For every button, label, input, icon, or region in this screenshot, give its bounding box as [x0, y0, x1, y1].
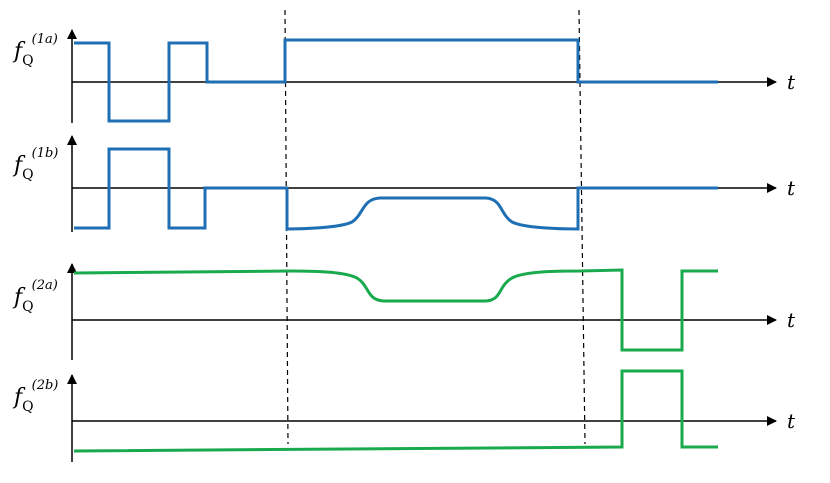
- waveform-1b: [74, 147, 718, 231]
- q-subscript: Q: [22, 53, 33, 69]
- t-axis-label-2b: t: [787, 409, 796, 433]
- t-axis-label-1a: t: [787, 70, 796, 94]
- panel-1b: t fQ(1b): [12, 135, 796, 232]
- panel-2a: t fQ(2a): [12, 263, 796, 360]
- label-superscript: (1b): [32, 146, 59, 161]
- y-label-1b: fQ(1b): [12, 146, 58, 183]
- label-superscript: (2a): [32, 278, 58, 293]
- y-label-2a: fQ(2a): [12, 278, 58, 315]
- panel-2b: t fQ(2b): [12, 369, 796, 462]
- waveform-2a: [73, 268, 718, 352]
- y-label-1a: fQ(1a): [12, 32, 58, 69]
- time-marker-dashed-2: [578, 9, 586, 445]
- label-superscript: (2b): [32, 378, 59, 393]
- q-subscript: Q: [22, 399, 33, 415]
- panel-1a: t fQ(1a): [12, 29, 796, 123]
- waveform-1a: [74, 38, 718, 123]
- q-subscript: Q: [22, 299, 33, 315]
- waveform-2b: [73, 369, 718, 453]
- q-subscript: Q: [22, 167, 33, 183]
- t-axis-label-2a: t: [787, 308, 796, 332]
- t-axis-label-1b: t: [787, 176, 796, 200]
- label-superscript: (1a): [32, 32, 58, 47]
- y-label-2b: fQ(2b): [12, 378, 58, 415]
